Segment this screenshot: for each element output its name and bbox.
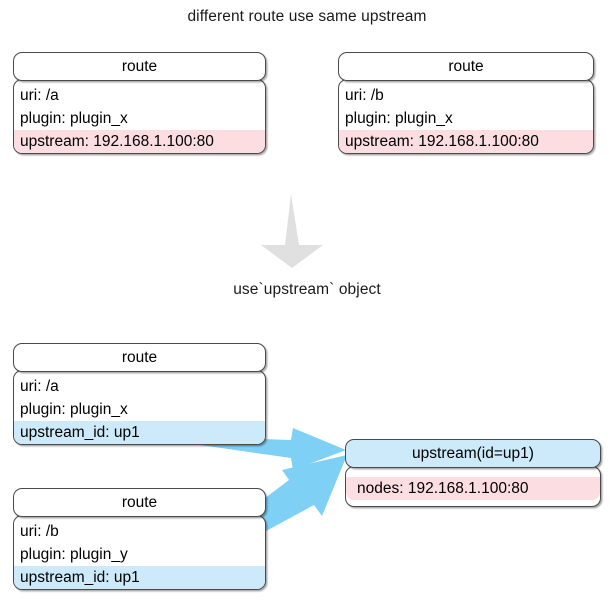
box-row-uri: uri: /b (20, 523, 59, 540)
route-box-top-right: route uri: /b plugin: plugin_x upstream:… (338, 52, 594, 154)
box-header: route (13, 52, 266, 81)
box-body: uri: /b plugin: plugin_y upstream_id: up… (13, 515, 266, 590)
box-row-upstream: upstream: 192.168.1.100:80 (339, 130, 593, 153)
box-body: uri: /a plugin: plugin_x upstream: 192.1… (13, 79, 266, 154)
route-box-bottom-left-2: route uri: /b plugin: plugin_y upstream_… (13, 488, 266, 590)
box-row-nodes: nodes: 192.168.1.100:80 (346, 477, 600, 500)
box-header: route (13, 488, 266, 517)
box-body: uri: /a plugin: plugin_x upstream_id: up… (13, 370, 266, 445)
box-body: uri: /b plugin: plugin_x upstream: 192.1… (338, 79, 594, 154)
box-body: nodes: 192.168.1.100:80 (345, 466, 601, 507)
box-row-uri: uri: /b (345, 87, 384, 104)
box-row-plugin: plugin: plugin_x (345, 110, 453, 127)
box-header: route (338, 52, 594, 81)
down-arrow-icon (261, 194, 323, 268)
box-row-upstream-id: upstream_id: up1 (14, 421, 265, 444)
box-row-upstream-id: upstream_id: up1 (14, 566, 265, 589)
box-row-uri: uri: /a (20, 378, 59, 395)
box-row-plugin: plugin: plugin_x (20, 110, 128, 127)
box-row-upstream: upstream: 192.168.1.100:80 (14, 130, 265, 153)
top-section-title: different route use same upstream (187, 8, 427, 25)
box-row-plugin: plugin: plugin_y (20, 546, 128, 563)
upstream-object-box: upstream(id=up1) nodes: 192.168.1.100:80 (345, 439, 601, 507)
route-box-top-left: route uri: /a plugin: plugin_x upstream:… (13, 52, 266, 154)
route-box-bottom-left: route uri: /a plugin: plugin_x upstream_… (13, 343, 266, 445)
box-header: upstream(id=up1) (345, 439, 601, 468)
box-row-uri: uri: /a (20, 87, 59, 104)
box-row-plugin: plugin: plugin_x (20, 401, 128, 418)
box-header: route (13, 343, 266, 372)
middle-section-title: use`upstream` object (233, 281, 381, 298)
